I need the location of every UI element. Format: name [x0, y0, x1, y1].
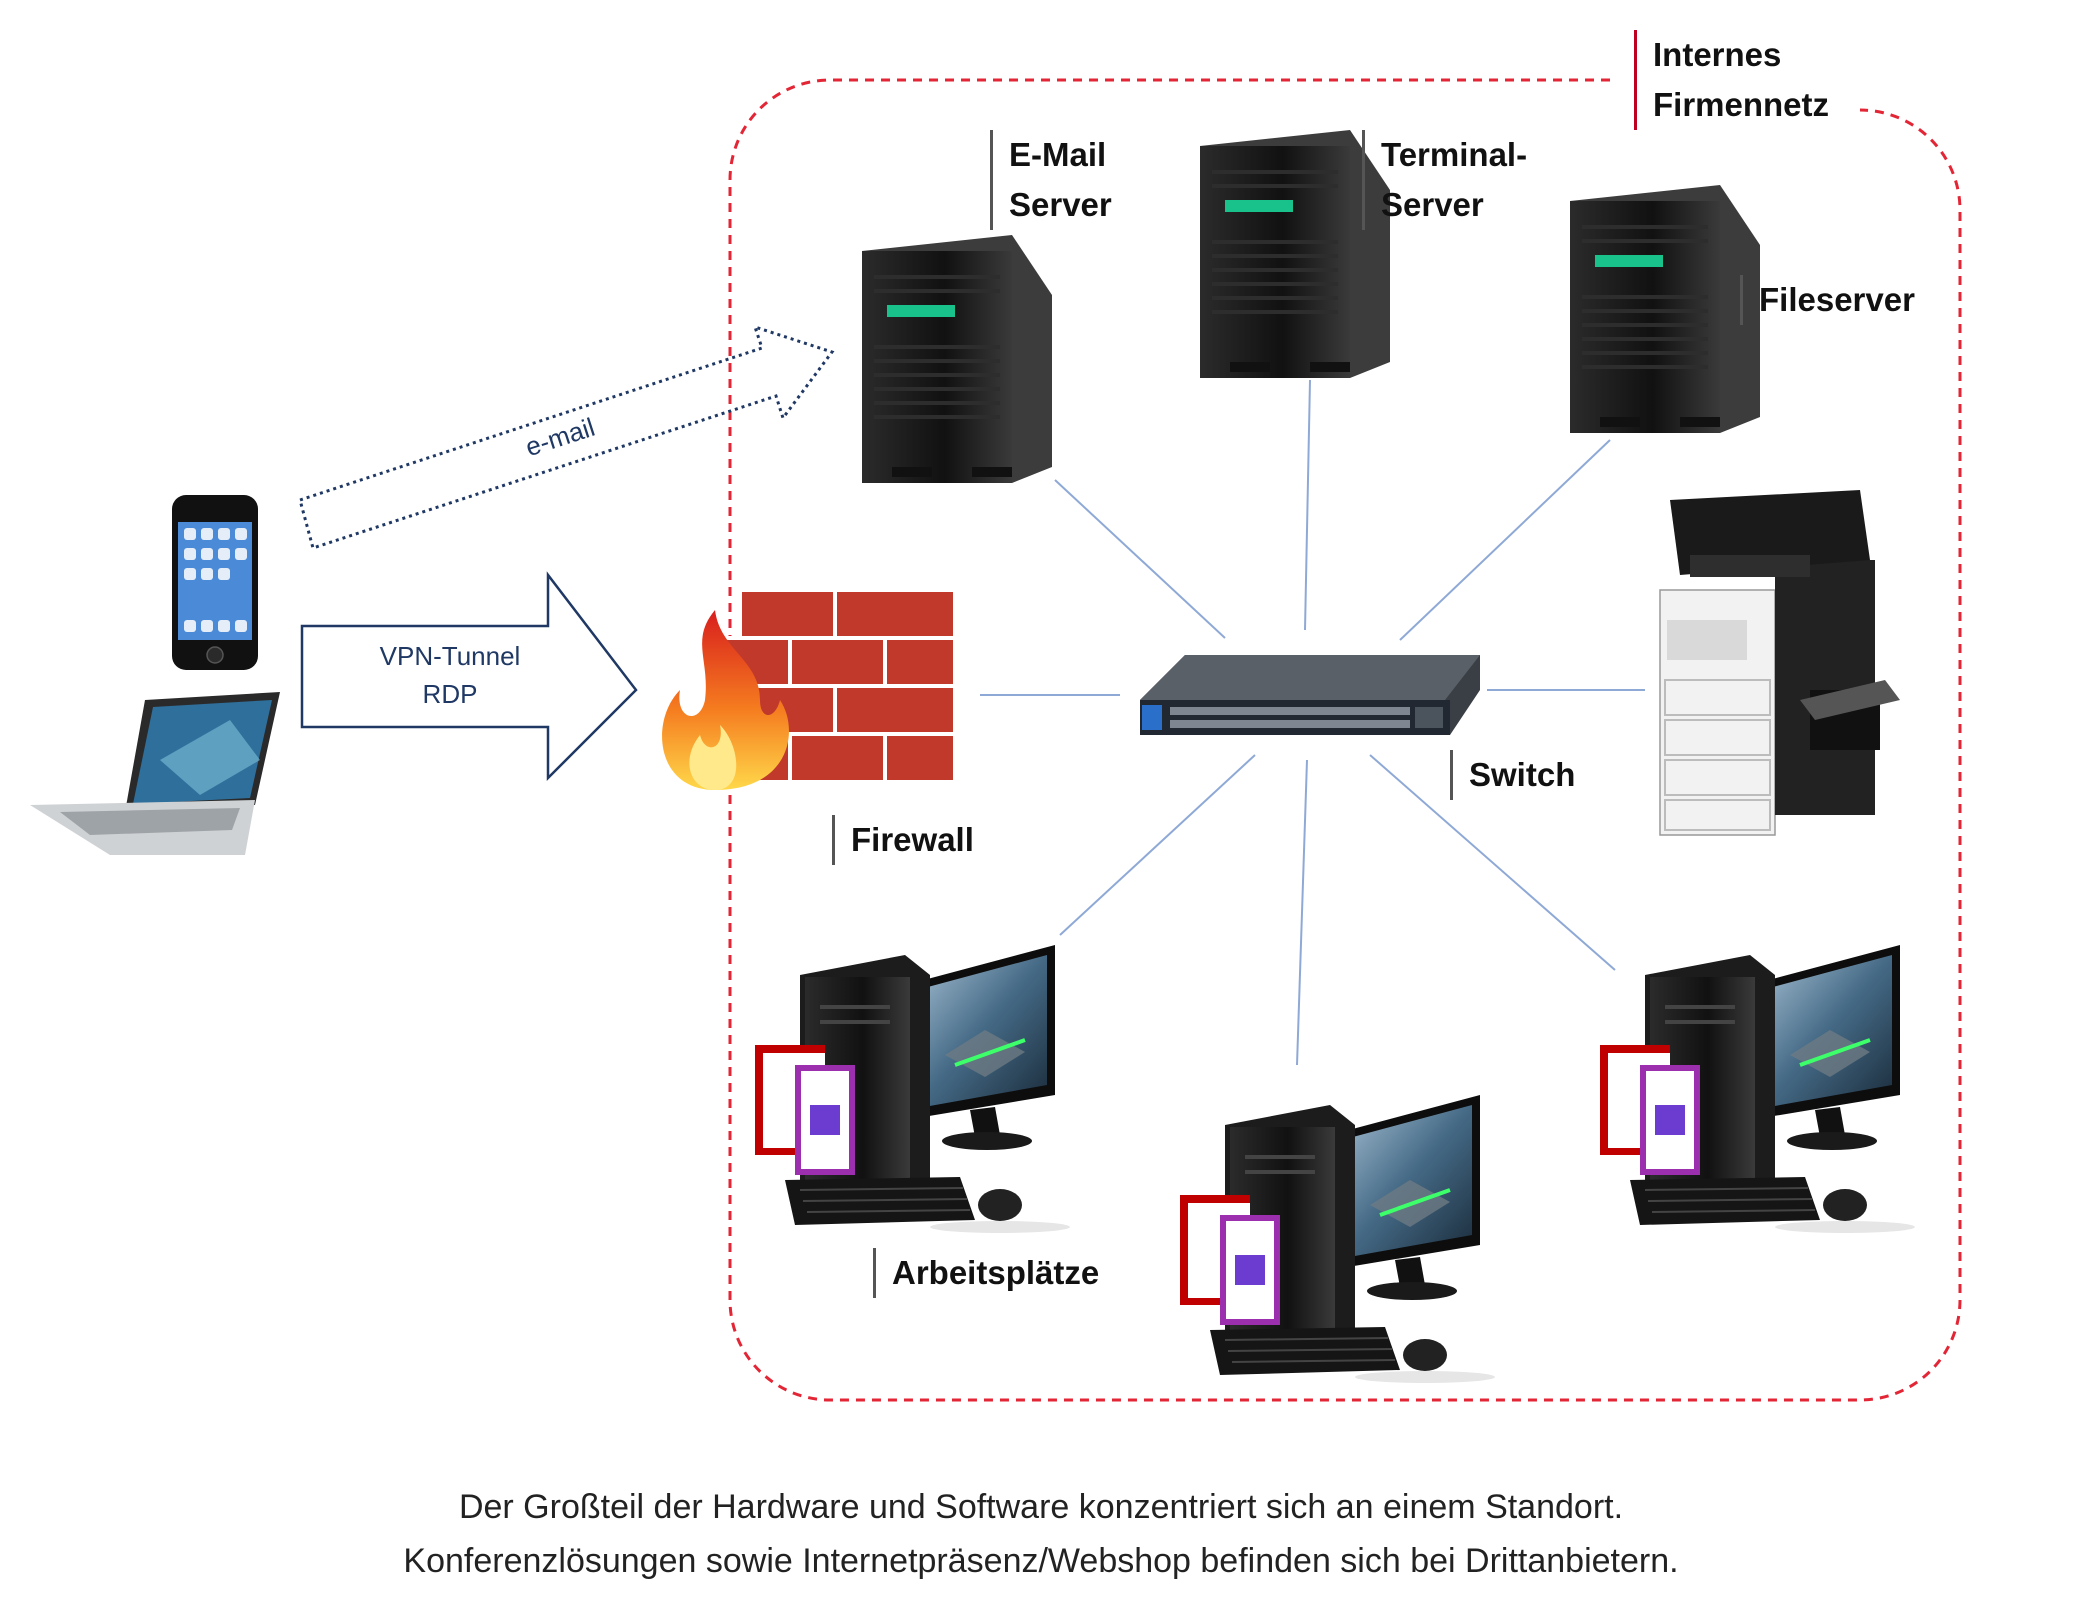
printer-icon [1659, 490, 1900, 836]
terminal-server-label-line1: Terminal- [1381, 136, 1528, 173]
email-server-label-line2: Server [1009, 186, 1112, 223]
laptop-icon [30, 692, 280, 855]
firewall-label-text: Firewall [851, 821, 974, 858]
terminal-server-label-line2: Server [1381, 186, 1484, 223]
caption-line1: Der Großteil der Hardware und Software k… [458, 1488, 1624, 1526]
vpn-arrow-label: VPN-Tunnel RDP [340, 637, 560, 713]
workstation-icon-right [1598, 943, 1917, 1235]
switch-label-text: Switch [1469, 756, 1576, 793]
fileserver-label-text: Fileserver [1759, 281, 1915, 318]
firewall-label: Firewall [832, 815, 974, 865]
firewall-icon [662, 588, 957, 790]
network-switch-icon [1140, 655, 1480, 735]
caption: Der Großteil der Hardware und Software k… [0, 1480, 2082, 1588]
workstations-label: Arbeitsplätze [873, 1248, 1099, 1298]
caption-line2: Konferenzlösungen sowie Internetpräsenz/… [403, 1542, 1679, 1580]
vpn-arrow-label-line1: VPN-Tunnel [379, 641, 521, 671]
terminal-server-label: Terminal- Server [1362, 130, 1527, 230]
internal-network-label-line1: Internes [1653, 36, 1782, 73]
email-server-label: E-Mail Server [990, 130, 1112, 230]
smartphone-icon [172, 495, 258, 670]
vpn-arrow-label-line2: RDP [422, 679, 478, 709]
internal-network-label-line2: Firmennetz [1653, 86, 1830, 123]
email-server-icon [862, 235, 1052, 483]
fileserver-icon [1570, 185, 1760, 433]
email-server-label-line1: E-Mail [1009, 136, 1107, 173]
vpn-arrow [300, 571, 638, 782]
switch-label: Switch [1450, 750, 1575, 800]
internal-network-label: Internes Firmennetz [1634, 30, 1829, 130]
workstations-label-text: Arbeitsplätze [892, 1254, 1100, 1291]
workstation-icon-center [1178, 1093, 1497, 1385]
internal-network-boundary [728, 78, 1962, 1402]
workstation-icon-left [753, 943, 1072, 1235]
email-arrow [298, 324, 835, 550]
network-links [980, 379, 1645, 1066]
fileserver-label: Fileserver [1740, 275, 1915, 325]
